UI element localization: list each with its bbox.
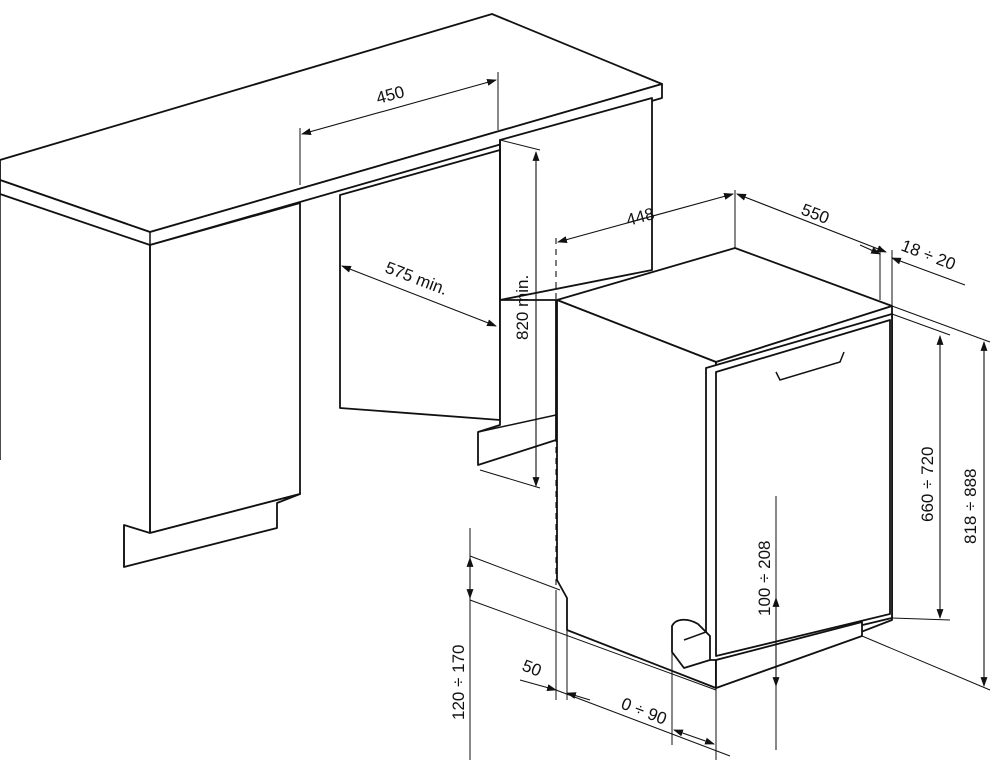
door-panel-inner: [715, 319, 891, 657]
label-plinth-recess: 50: [520, 656, 544, 681]
label-door-bottom-gap: 100 ÷ 208: [755, 540, 774, 616]
label-niche-height: 820 min.: [513, 275, 532, 340]
label-door-panel-height: 660 ÷ 720: [918, 446, 937, 522]
label-appliance-depth: 550: [799, 200, 832, 228]
label-plinth-height: 120 ÷ 170: [449, 644, 468, 720]
label-total-height: 818 ÷ 888: [961, 468, 980, 544]
left-cabinet-front: [149, 202, 301, 534]
door-handle: [775, 351, 845, 381]
dishwasher: [556, 247, 893, 689]
dimension-lines: [299, 72, 991, 760]
label-panel-thickness: 18 ÷ 20: [899, 236, 959, 274]
adjustable-foot: [671, 618, 711, 669]
